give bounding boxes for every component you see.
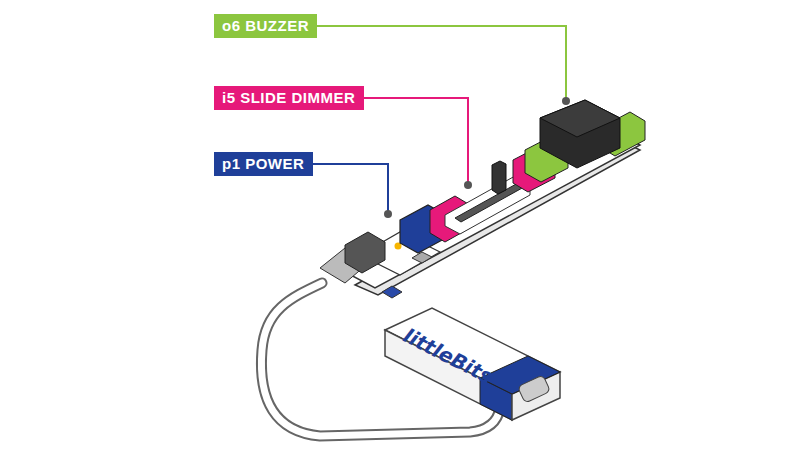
power-switch: [412, 252, 432, 263]
leader-dot: [562, 97, 570, 105]
buzzer-box: [540, 100, 620, 168]
buzzer-top: [540, 100, 620, 137]
cable-outline: [261, 283, 500, 436]
leader-line: [300, 98, 468, 183]
callout-label: o6 BUZZER: [222, 17, 309, 35]
battery-clip: [518, 375, 551, 403]
callout-label: p1 POWER: [222, 155, 305, 173]
callout-label: i5 SLIDE DIMMER: [222, 89, 356, 107]
slider-track: [455, 183, 524, 222]
power-foot: [382, 286, 402, 298]
callout-box: o6 BUZZER: [214, 14, 317, 38]
cable: [261, 283, 500, 436]
power-jack: [345, 232, 385, 273]
callout-box: i5 SLIDE DIMMER: [214, 86, 364, 110]
callout-box: p1 POWER: [214, 152, 313, 176]
leader-dot: [384, 210, 392, 218]
leader-dot: [464, 181, 472, 189]
slider-knob: [492, 161, 506, 194]
